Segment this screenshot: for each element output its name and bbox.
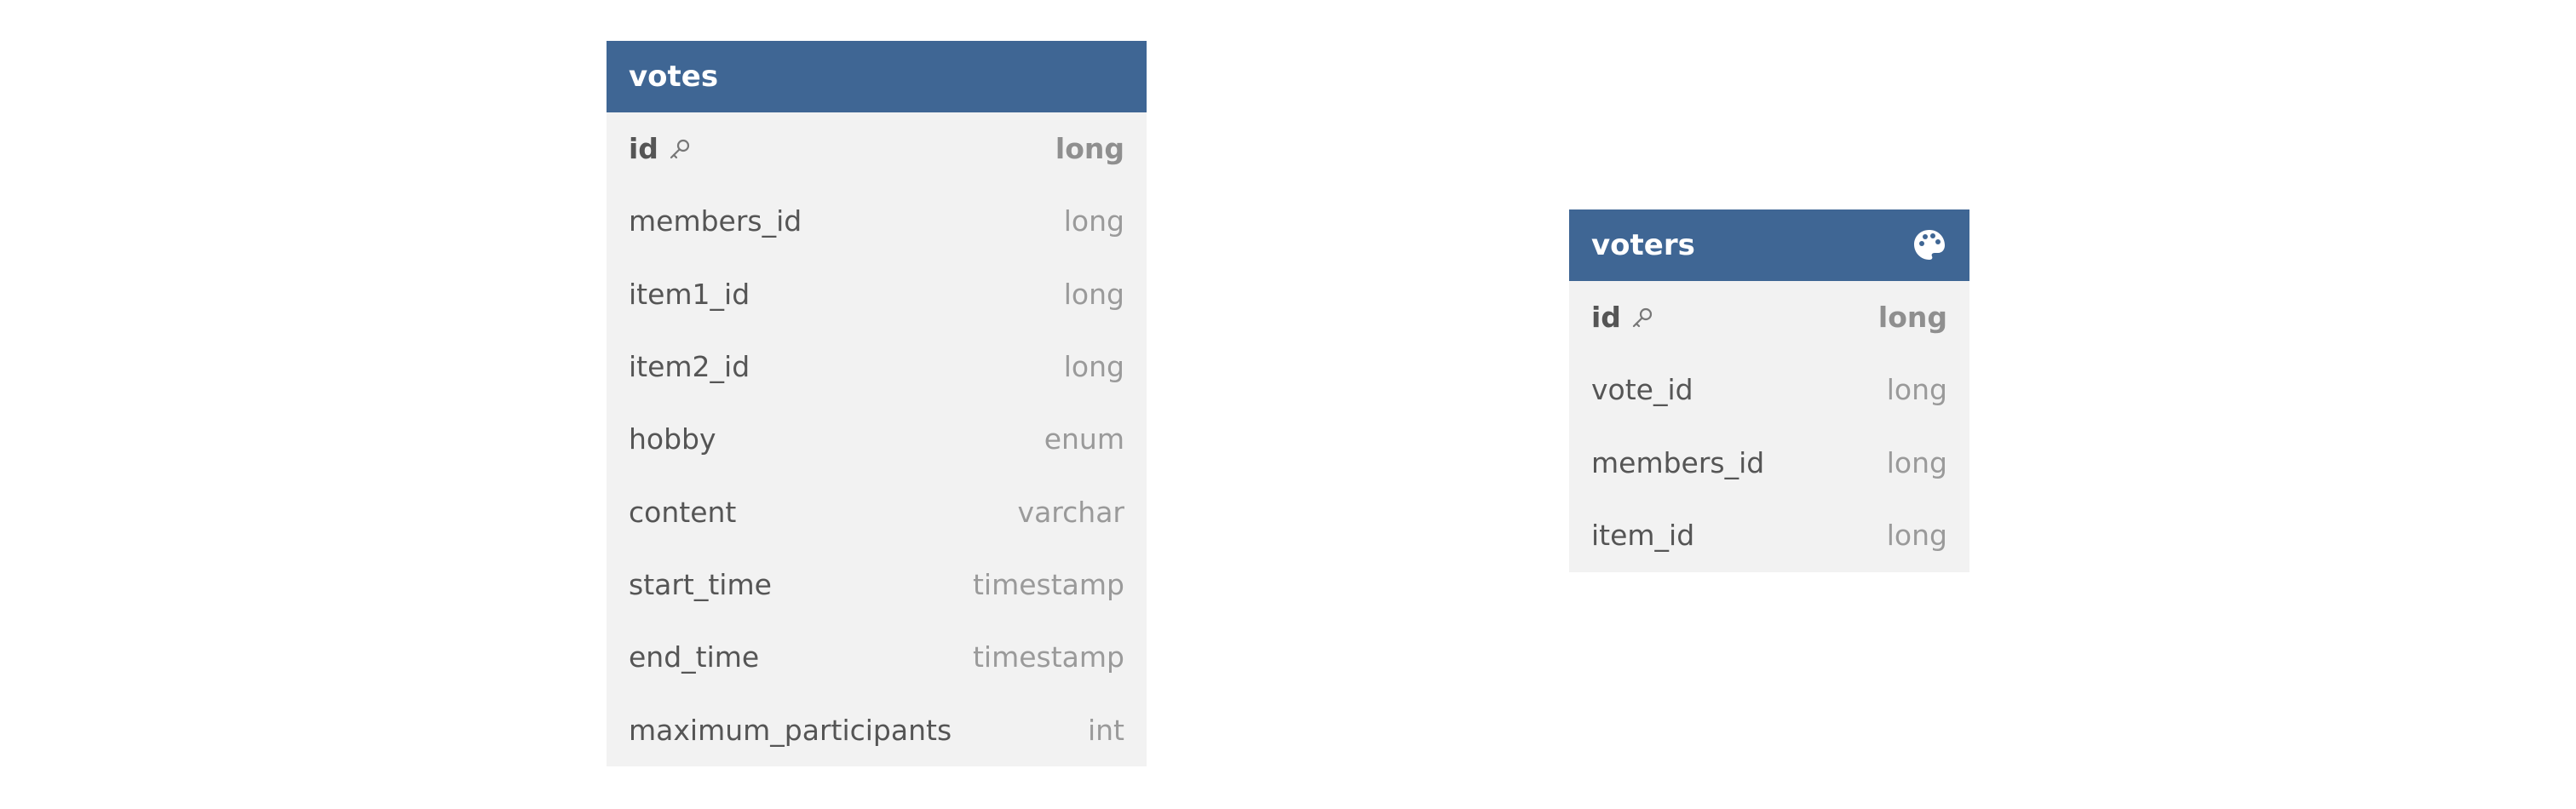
column-type: timestamp [972, 567, 1124, 601]
column-type: long [1055, 132, 1124, 166]
column-name: item2_id [629, 350, 750, 384]
column-name: members_id [1591, 445, 1765, 479]
key-icon [1631, 307, 1653, 329]
column-type: timestamp [972, 640, 1124, 674]
column-name: item1_id [629, 277, 750, 311]
table-row[interactable]: hobby enum [607, 403, 1147, 475]
table-row[interactable]: end_time timestamp [607, 621, 1147, 693]
table-row[interactable]: item1_id long [607, 258, 1147, 330]
column-name: id [1591, 301, 1621, 335]
palette-icon[interactable] [1912, 227, 1947, 263]
column-name: hobby [629, 422, 716, 456]
table-row[interactable]: members_id long [607, 185, 1147, 257]
column-type: long [1886, 445, 1947, 479]
table-row[interactable]: id long [607, 112, 1147, 185]
column-type: long [1063, 204, 1124, 238]
table-row[interactable]: start_time timestamp [607, 548, 1147, 621]
table-row[interactable]: item_id long [1569, 499, 1969, 571]
column-name: start_time [629, 567, 772, 601]
key-icon [669, 138, 691, 160]
table-header-votes[interactable]: votes [607, 41, 1147, 112]
column-type: long [1063, 350, 1124, 384]
column-name: id [629, 132, 658, 166]
column-name: members_id [629, 204, 802, 238]
table-voters[interactable]: voters id long vote_id lo [1569, 209, 1969, 572]
column-name: vote_id [1591, 373, 1693, 407]
table-row[interactable]: vote_id long [1569, 353, 1969, 426]
table-row[interactable]: maximum_participants int [607, 693, 1147, 766]
table-row[interactable]: content varchar [607, 475, 1147, 548]
table-row[interactable]: item2_id long [607, 330, 1147, 403]
table-row[interactable]: members_id long [1569, 427, 1969, 499]
column-type: long [1886, 519, 1947, 553]
column-type: long [1877, 301, 1947, 335]
table-votes[interactable]: votes id long members_id long item1_id l… [607, 41, 1147, 766]
column-name: content [629, 495, 737, 529]
column-name: maximum_participants [629, 713, 952, 747]
table-title: voters [1591, 228, 1695, 262]
table-header-voters[interactable]: voters [1569, 209, 1969, 281]
column-type: varchar [1017, 495, 1124, 529]
column-type: long [1063, 277, 1124, 311]
table-row[interactable]: id long [1569, 281, 1969, 353]
column-name: item_id [1591, 519, 1695, 553]
column-name: end_time [629, 640, 760, 674]
column-type: long [1886, 373, 1947, 407]
column-type: enum [1044, 422, 1124, 456]
column-type: int [1087, 713, 1124, 747]
table-title: votes [629, 60, 719, 94]
